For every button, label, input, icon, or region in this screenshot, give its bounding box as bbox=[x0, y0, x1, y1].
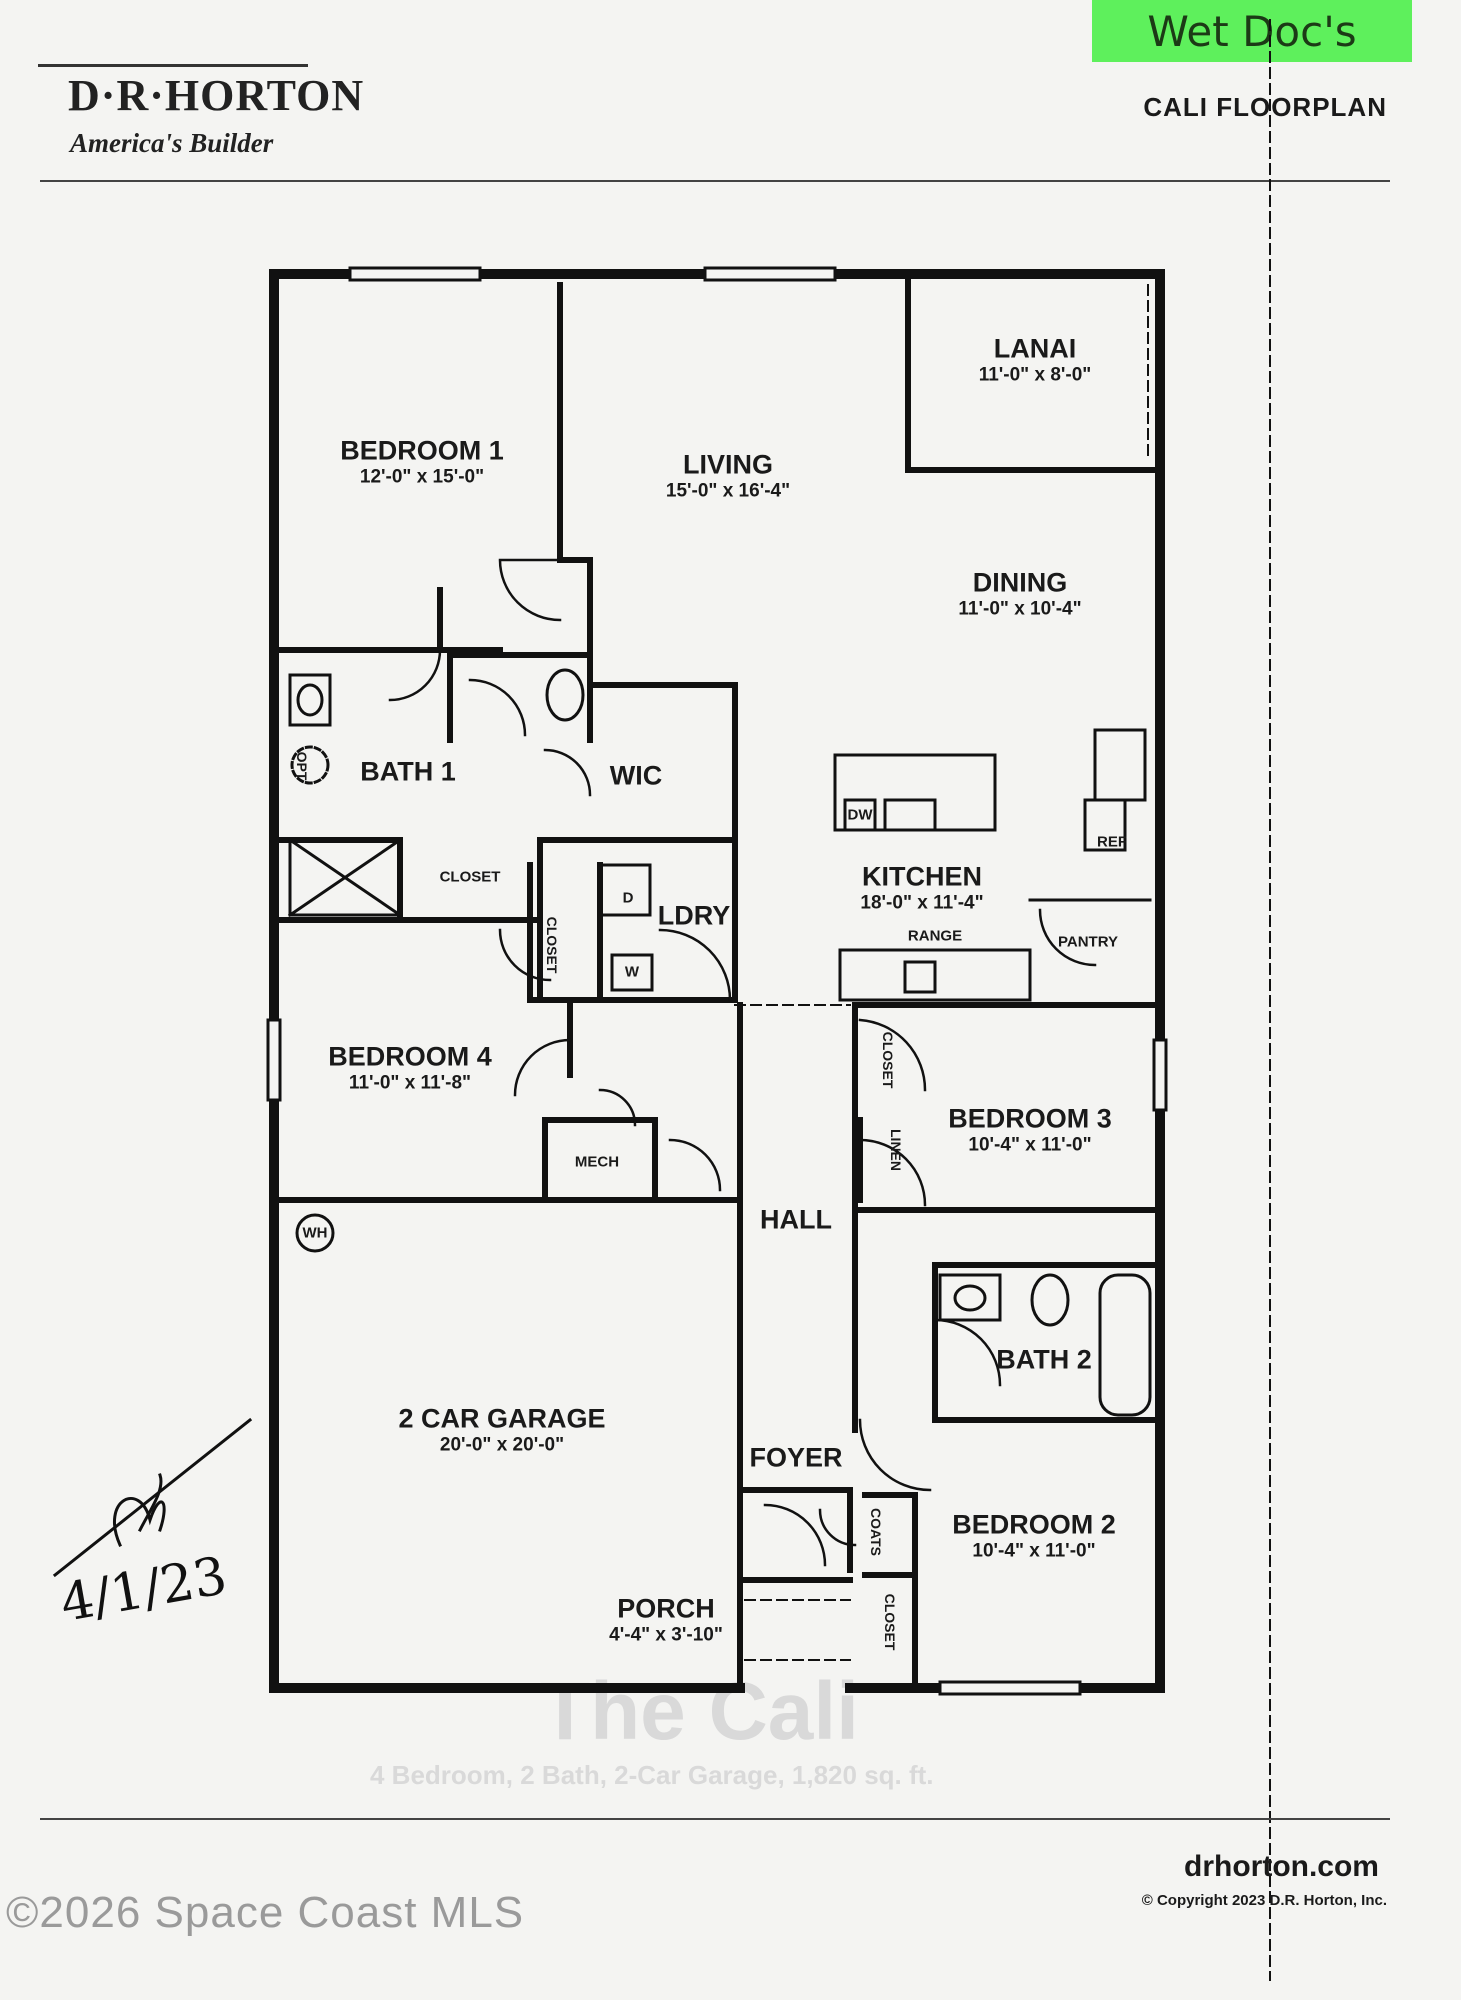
label-mech: MECH bbox=[574, 1153, 620, 1171]
watermark-title: The Cali bbox=[540, 1666, 859, 1757]
label-closet-vertical: CLOSET bbox=[544, 916, 561, 974]
kitchen-counters bbox=[833, 728, 1152, 1002]
room-bath1: BATH 1 bbox=[360, 756, 456, 787]
room-wic: WIC bbox=[609, 760, 663, 791]
brand-tagline: America's Builder bbox=[70, 128, 274, 158]
label-washer: W bbox=[624, 963, 640, 981]
room-bath2: BATH 2 bbox=[996, 1344, 1092, 1375]
label-linen: LINEN bbox=[888, 1129, 905, 1171]
room-kitchen: KITCHEN 18'-0" x 11'-4" bbox=[860, 861, 984, 914]
brand-rule bbox=[38, 64, 308, 67]
label-range: RANGE bbox=[907, 927, 963, 945]
footer-site: drhorton.com bbox=[1184, 1850, 1379, 1883]
sticky-note: Wet Doc's bbox=[1092, 0, 1412, 62]
room-lanai: LANAI 11'-0" x 8'-0" bbox=[978, 333, 1092, 386]
dashed-lines bbox=[734, 19, 1271, 1981]
room-garage: 2 CAR GARAGE 20'-0" x 20'-0" bbox=[398, 1403, 606, 1456]
room-living: LIVING 15'-0" x 16'-4" bbox=[665, 449, 791, 502]
label-closet-bedroom3: CLOSET bbox=[880, 1031, 897, 1089]
label-opt: OPT bbox=[294, 751, 311, 781]
windows bbox=[266, 266, 1168, 1696]
footer-copyright: © Copyright 2023 D.R. Horton, Inc. bbox=[1141, 1892, 1387, 1909]
brand-logo: D·R·HORTON bbox=[68, 71, 365, 120]
room-hall: HALL bbox=[760, 1204, 832, 1235]
room-laundry: LDRY bbox=[657, 900, 731, 931]
label-ref: REF bbox=[1097, 833, 1127, 851]
watermark-subtitle: 4 Bedroom, 2 Bath, 2-Car Garage, 1,820 s… bbox=[370, 1760, 934, 1790]
room-porch: PORCH 4'-4" x 3'-10" bbox=[609, 1593, 723, 1646]
header-rule bbox=[40, 180, 1390, 182]
room-bedroom4: BEDROOM 4 11'-0" x 11'-8" bbox=[328, 1041, 492, 1094]
room-foyer: FOYER bbox=[749, 1442, 843, 1473]
label-water-heater: WH bbox=[302, 1224, 328, 1242]
label-pantry: PANTRY bbox=[1058, 933, 1118, 951]
bath-fixtures bbox=[287, 668, 1152, 1417]
label-dishwasher: DW bbox=[847, 806, 873, 824]
plan-title: CALI FLOORPLAN bbox=[1143, 92, 1387, 122]
label-dryer: D bbox=[622, 889, 634, 907]
label-closet-bedroom2: CLOSET bbox=[882, 1593, 899, 1651]
room-dining: DINING 11'-0" x 10'-4" bbox=[958, 567, 1082, 620]
label-closet-bath1: CLOSET bbox=[439, 868, 501, 886]
label-coats: COATS bbox=[868, 1508, 885, 1556]
room-bedroom2: BEDROOM 2 10'-4" x 11'-0" bbox=[952, 1509, 1116, 1562]
footer-rule bbox=[40, 1818, 1390, 1820]
signature-strokes bbox=[52, 1417, 253, 1578]
mls-watermark: ©2026 Space Coast MLS bbox=[6, 1888, 525, 1937]
room-bedroom1: BEDROOM 1 12'-0" x 15'-0" bbox=[340, 435, 504, 488]
room-bedroom3: BEDROOM 3 10'-4" x 11'-0" bbox=[948, 1103, 1112, 1156]
